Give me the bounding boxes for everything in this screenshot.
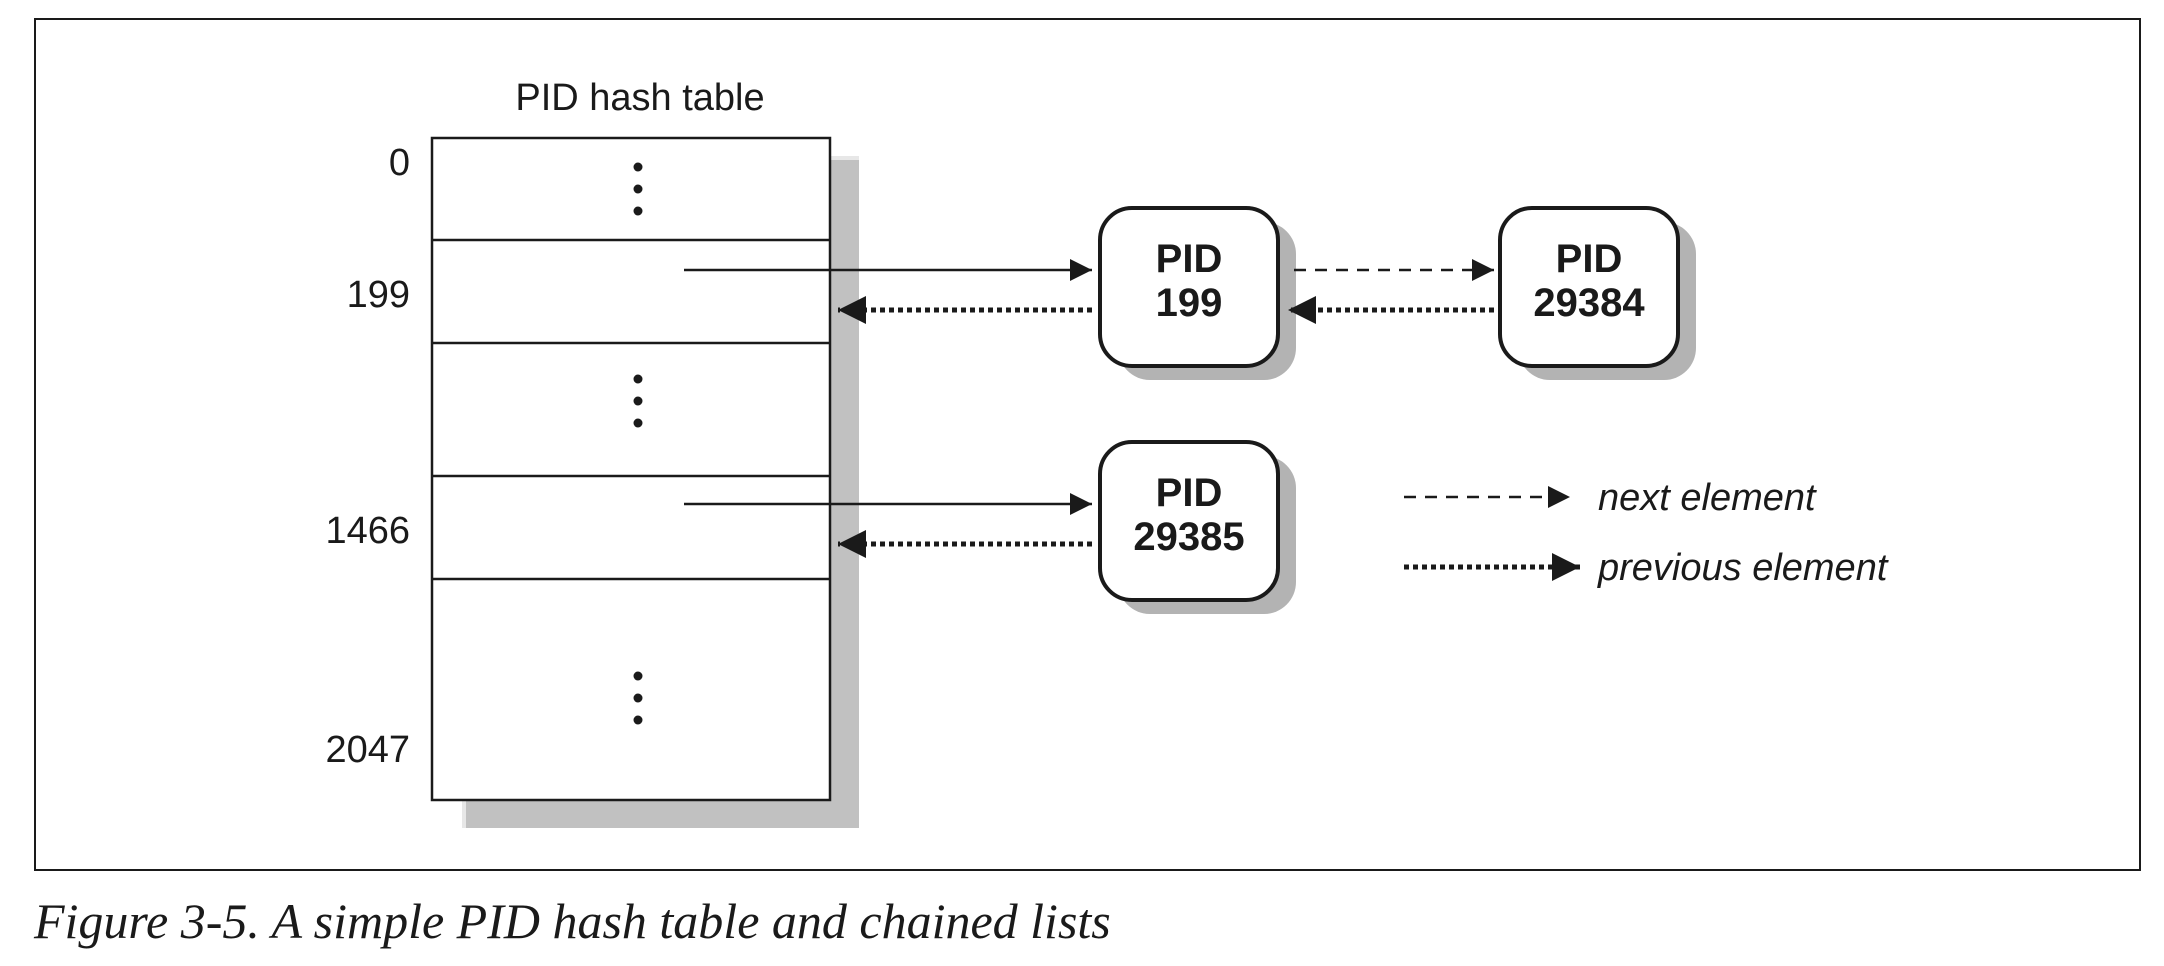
index-label: 199 bbox=[347, 274, 410, 316]
node-label: PID bbox=[1556, 237, 1623, 281]
legend-next-label: next element bbox=[1598, 477, 1817, 519]
node-label: PID bbox=[1156, 237, 1223, 281]
node-value: 29385 bbox=[1133, 515, 1244, 559]
figure-caption: Figure 3-5. A simple PID hash table and … bbox=[34, 893, 1111, 949]
pid-node-29385: PID 29385 bbox=[1098, 440, 1280, 602]
pid-node-29384: PID 29384 bbox=[1498, 206, 1680, 368]
index-label: 1466 bbox=[325, 510, 410, 552]
node-label: PID bbox=[1156, 471, 1223, 515]
ellipsis-mid bbox=[633, 374, 643, 428]
index-label: 0 bbox=[389, 142, 410, 184]
pid-node-199: PID 199 bbox=[1098, 206, 1280, 368]
pid-hash-table bbox=[430, 136, 832, 802]
table-title: PID hash table bbox=[515, 77, 764, 119]
figure-frame bbox=[34, 18, 2141, 871]
ellipsis-end bbox=[633, 671, 643, 725]
legend: next element previous element bbox=[1404, 477, 1889, 589]
node-value: 199 bbox=[1156, 281, 1223, 325]
ellipsis-0 bbox=[633, 162, 643, 216]
node-value: 29384 bbox=[1533, 281, 1645, 325]
legend-previous-label: previous element bbox=[1597, 547, 1889, 589]
index-label: 2047 bbox=[325, 729, 410, 771]
